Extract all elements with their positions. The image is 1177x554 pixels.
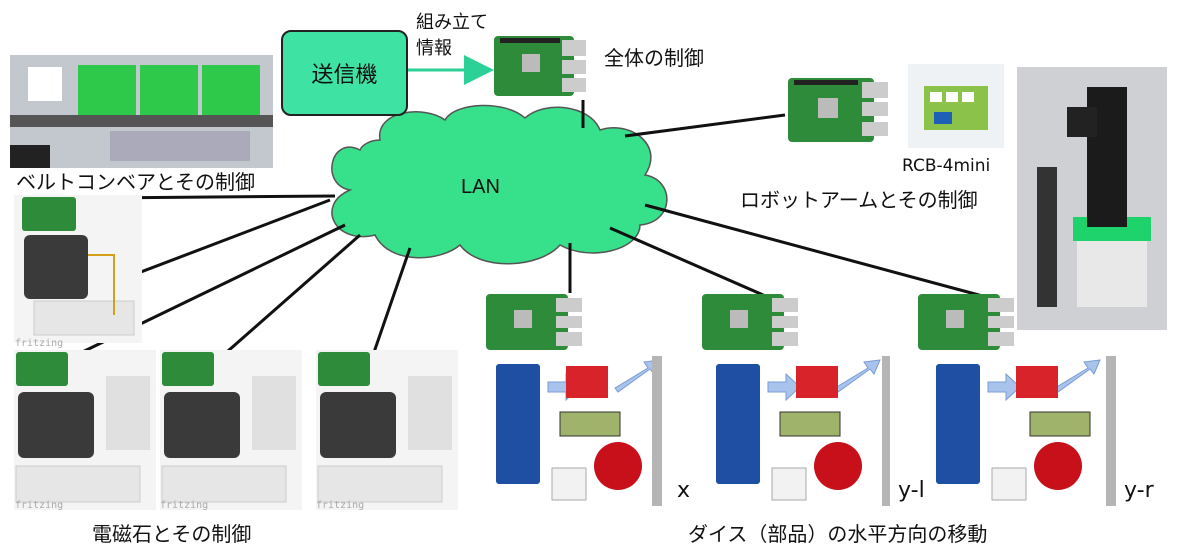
- rcb-label: RCB-4mini: [902, 156, 991, 176]
- dice-move-label: ダイス（部品）の水平方向の移動: [688, 522, 988, 546]
- belt-conveyor-label: ベルトコンベアとその制御: [16, 170, 255, 194]
- assembly-info-line1: 組み立て: [416, 12, 488, 33]
- rpi-axis-yl: [700, 290, 800, 354]
- robot-arm-photo: [1017, 67, 1167, 330]
- electromagnet-label: 電磁石とその制御: [92, 522, 252, 546]
- sender-box: 送信機: [281, 30, 408, 116]
- electromagnet-fritzing-3: [316, 350, 458, 510]
- sender-label: 送信機: [311, 63, 378, 88]
- rpi-axis-x: [484, 290, 584, 354]
- electromagnet-fritzing-1: [14, 350, 156, 510]
- assembly-info-line2: 情報: [416, 38, 452, 59]
- fritzing-label-1: fritzing: [15, 338, 64, 349]
- rpi-robot-arm: [786, 74, 890, 146]
- axis-yl-label: y-l: [898, 478, 925, 503]
- robot-arm-label: ロボットアームとその制御: [740, 188, 978, 212]
- electromagnet-fritzing-2: [160, 350, 302, 510]
- rcb-board-image: [908, 64, 1004, 148]
- belt-conveyor-fritzing: [14, 195, 142, 343]
- rpi-overall: [492, 32, 588, 100]
- fritzing-label-3: fritzing: [160, 500, 209, 511]
- overall-control-label: 全体の制御: [604, 46, 704, 70]
- signal-arrows: [547, 359, 1101, 402]
- axis-yr-components: [930, 356, 1120, 506]
- lan-label: LAN: [461, 176, 500, 198]
- axis-yr-label: y-r: [1124, 478, 1154, 503]
- lan-cloud: [331, 104, 668, 265]
- fritzing-label-4: fritzing: [316, 500, 365, 511]
- axis-yl-components: [710, 356, 890, 506]
- axis-x-label: x: [677, 478, 691, 503]
- rpi-axis-yr: [916, 290, 1016, 354]
- axis-x-components: [490, 356, 670, 506]
- fritzing-label-2: fritzing: [15, 500, 64, 511]
- belt-conveyor-photo: [10, 55, 273, 168]
